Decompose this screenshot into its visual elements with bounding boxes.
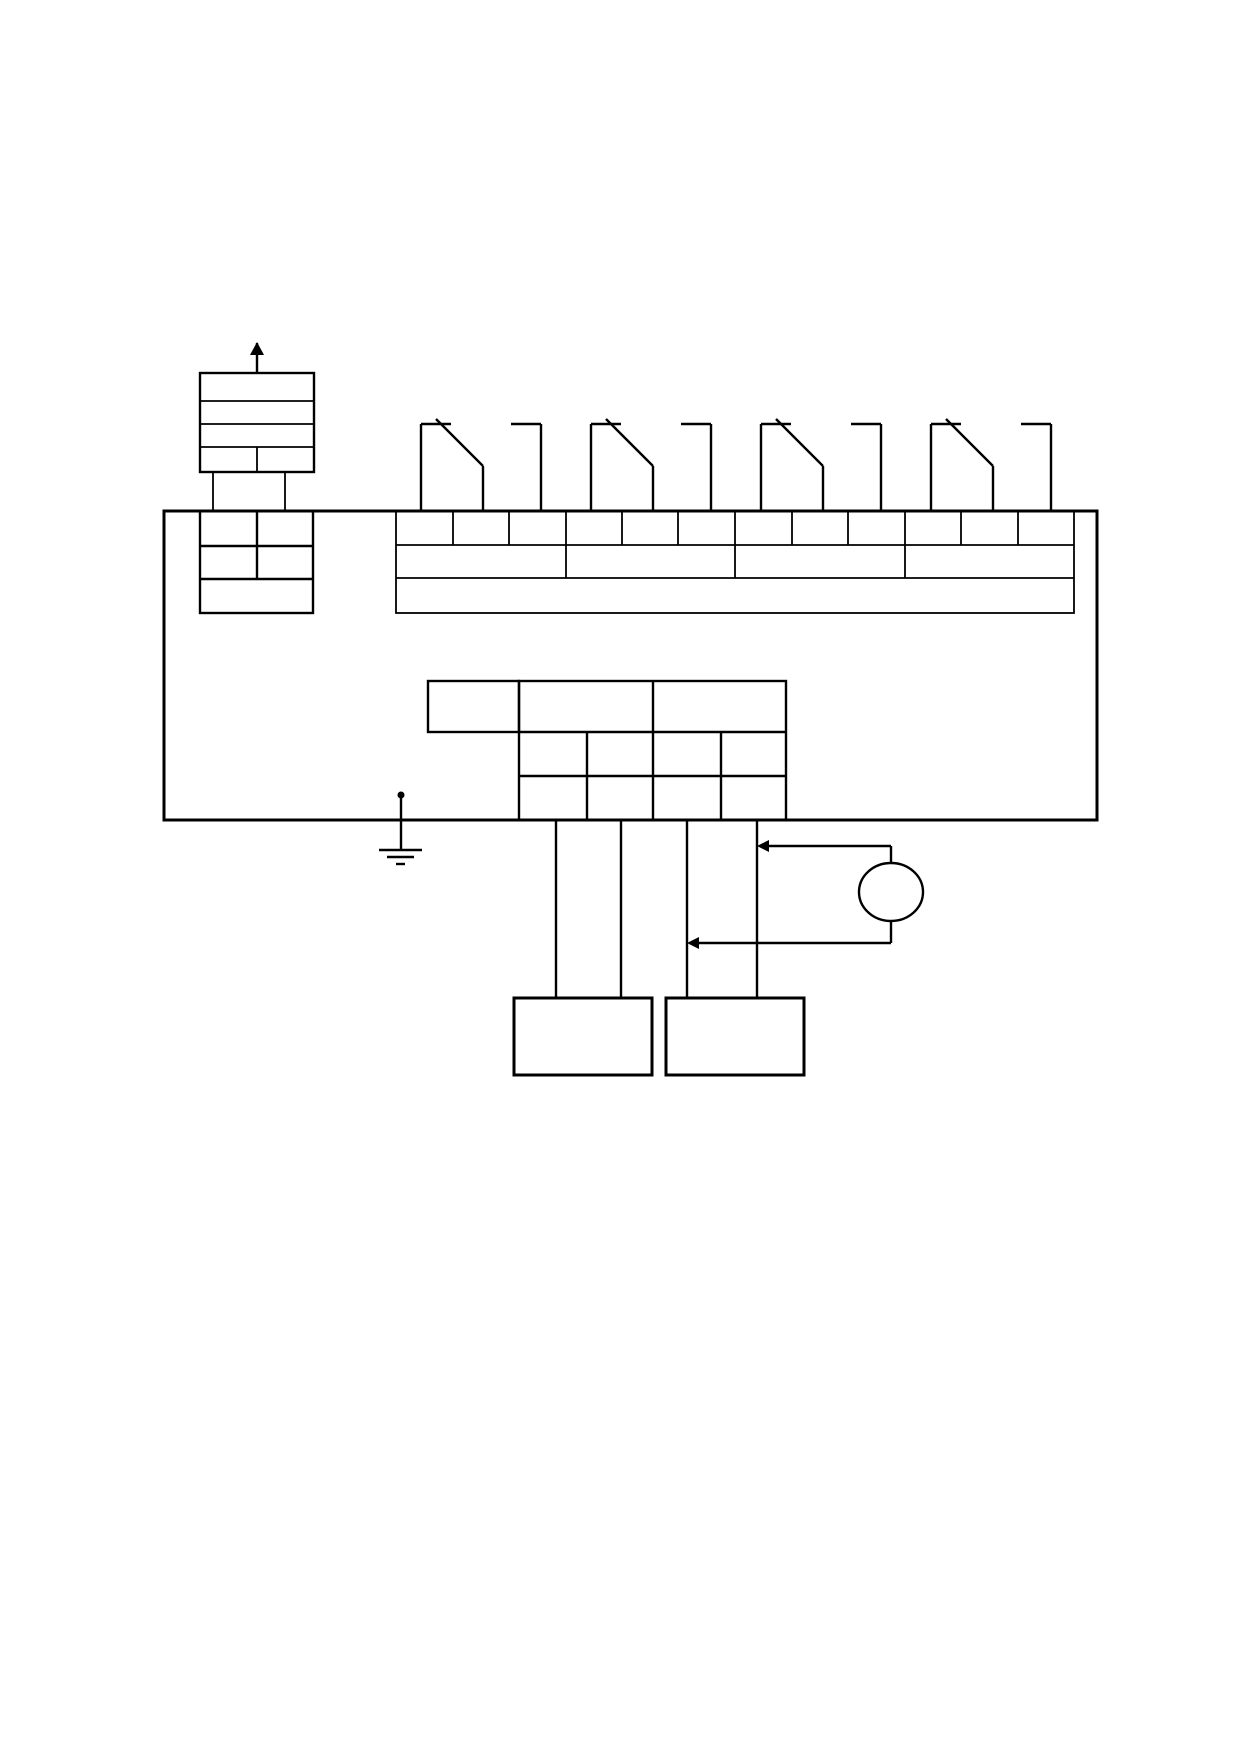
lead-wires bbox=[554, 820, 759, 998]
relay-contact-blade bbox=[945, 418, 994, 467]
relay-contacts bbox=[419, 418, 1053, 511]
bottom-box-right bbox=[664, 996, 806, 1077]
relay-contact-blade bbox=[775, 418, 824, 467]
relay-contact-blade bbox=[605, 418, 654, 467]
relay-terminal-strip bbox=[395, 510, 1075, 614]
source-circuit bbox=[687, 840, 925, 949]
output-module bbox=[198, 342, 316, 511]
main-enclosure bbox=[162, 509, 1099, 822]
control-terminal-block bbox=[426, 679, 788, 822]
relay-contact-blade bbox=[435, 418, 484, 467]
left-terminal-block bbox=[198, 509, 315, 615]
source-arrow-upper bbox=[757, 840, 769, 852]
ground-symbol bbox=[379, 791, 422, 866]
bottom-box-left bbox=[512, 996, 654, 1077]
output-arrow-head bbox=[250, 342, 264, 355]
source-circle bbox=[857, 861, 925, 923]
source-arrow-lower bbox=[687, 937, 699, 949]
